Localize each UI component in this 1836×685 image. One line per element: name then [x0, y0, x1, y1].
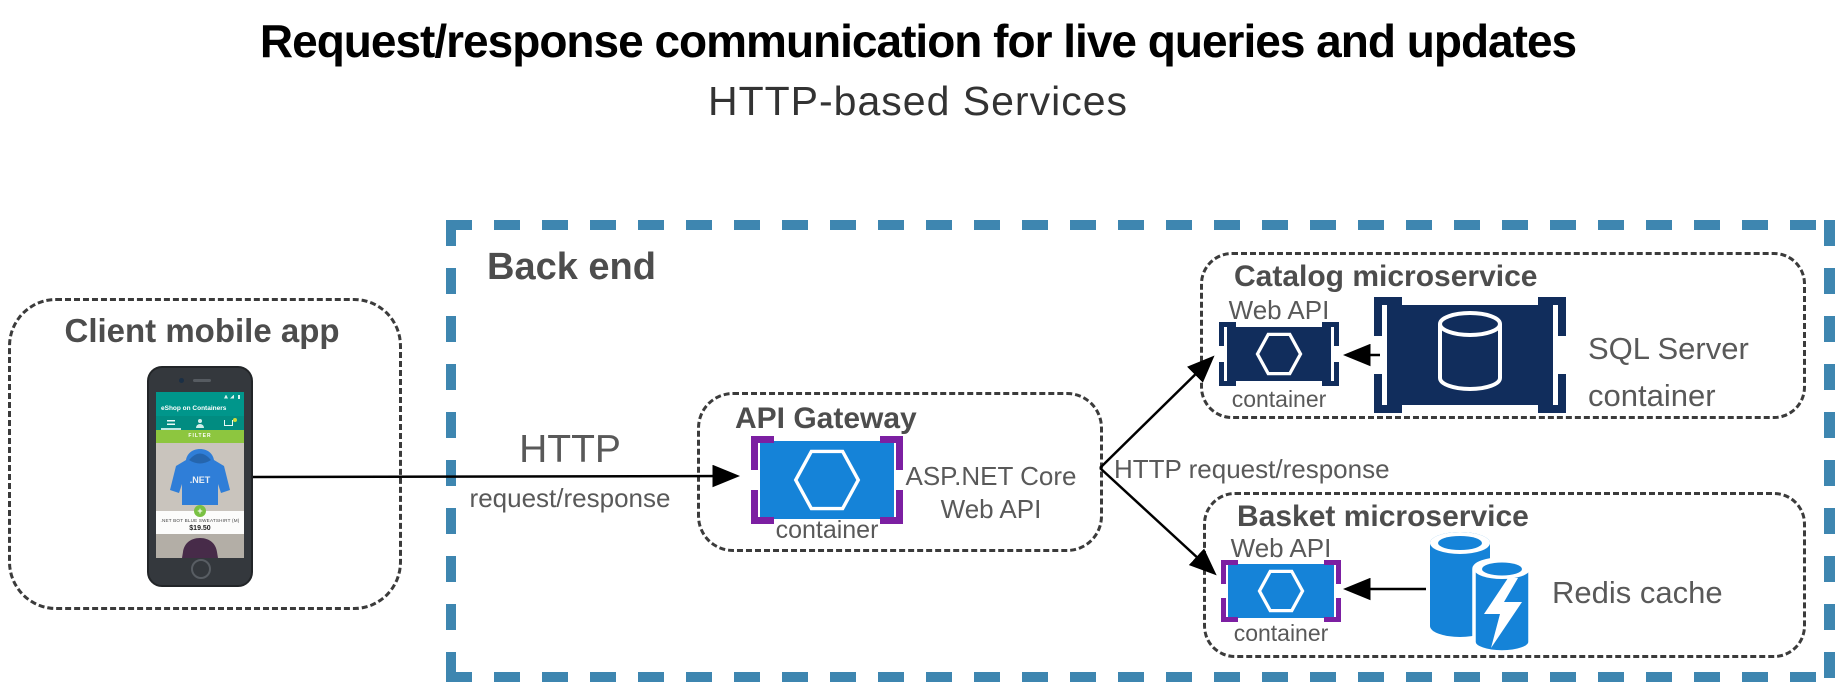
product-name: .NET BOT BLUE SWEATSHIRT (M): [160, 518, 240, 523]
basket-container-icon: [1221, 560, 1341, 622]
page-title: Request/response communication for live …: [259, 15, 1577, 67]
api-gateway-container-caption: container: [775, 516, 879, 544]
wifi-icon: [224, 394, 228, 399]
backend-border-right: [1824, 220, 1835, 682]
phone-speaker: [193, 379, 211, 382]
bracket-icon: [1324, 598, 1341, 622]
app-nav-bar: [156, 416, 244, 430]
backend-border-top: [446, 220, 1836, 230]
catalog-container-icon: [1219, 322, 1339, 386]
phone-status-bar: [156, 392, 244, 401]
product-price: $19.50: [189, 524, 211, 532]
bracket-icon: [1219, 322, 1236, 346]
phone-camera: [179, 378, 184, 383]
basket-container-caption: container: [1233, 620, 1329, 646]
bracket-icon: [1219, 362, 1236, 386]
backend-label: Back end: [487, 246, 656, 288]
bracket-icon: [880, 490, 903, 524]
bracket-icon: [1538, 374, 1566, 413]
basket-microservice-label: Basket microservice: [1237, 500, 1529, 533]
hoodie-logo-text: .NET: [190, 475, 211, 485]
blue-hoodie-image: .NET: [170, 449, 230, 505]
bracket-icon: [1324, 560, 1341, 584]
container-rect: [1228, 564, 1334, 618]
api-gateway-label: API Gateway: [735, 402, 917, 435]
basket-web-api-label: Web API: [1230, 533, 1332, 563]
cart-icon[interactable]: [224, 420, 233, 426]
desc-line2: Web API: [940, 493, 1042, 524]
catalog-microservice-label: Catalog microservice: [1234, 260, 1538, 293]
filter-button[interactable]: FILTER: [156, 430, 244, 443]
bracket-icon: [1322, 322, 1339, 346]
sql-label-line1: SQL Server: [1588, 331, 1749, 366]
product-image[interactable]: .NET +: [156, 443, 244, 517]
app-title-bar: eShop on Containers: [156, 401, 244, 416]
bracket-icon: [1374, 374, 1402, 413]
client-mobile-app-box: [8, 298, 402, 610]
signal-icon: [230, 394, 234, 399]
bracket-icon: [1322, 362, 1339, 386]
bracket-icon: [1374, 297, 1402, 336]
sql-label-line2: container: [1588, 377, 1716, 413]
bracket-icon: [751, 436, 774, 470]
api-gateway-description: ASP.NET Core Web API: [901, 460, 1081, 525]
redis-cache-label: Redis cache: [1552, 575, 1723, 610]
catalog-microservice-box: [1200, 252, 1806, 419]
add-to-cart-button[interactable]: +: [194, 505, 206, 517]
client-arrow-label-http: HTTP: [519, 428, 621, 471]
hexagon-icon: [793, 449, 861, 511]
api-gateway-container-icon: [751, 436, 903, 524]
phone-mockup: eShop on Containers FILTER .NET + .NET B…: [147, 366, 253, 587]
fanout-arrow-label: HTTP request/response: [1114, 454, 1390, 484]
client-mobile-app-label: Client mobile app: [64, 312, 340, 349]
backend-border-bottom: [446, 672, 1836, 682]
next-product-image[interactable]: [156, 534, 244, 558]
database-cylinder-icon: [1438, 311, 1502, 391]
phone-screen: eShop on Containers FILTER .NET + .NET B…: [156, 392, 244, 558]
home-button[interactable]: [191, 559, 211, 579]
purple-hoodie-image: [182, 538, 218, 558]
client-arrow-label-reqresp: request/response: [469, 483, 671, 513]
bracket-icon: [1221, 560, 1238, 584]
bracket-icon: [880, 436, 903, 470]
hamburger-icon[interactable]: [167, 420, 175, 426]
backend-border-left: [446, 220, 456, 682]
bracket-icon: [1538, 297, 1566, 336]
sql-server-container-icon: [1374, 297, 1566, 413]
profile-icon[interactable]: [198, 419, 202, 423]
hexagon-icon: [1255, 332, 1303, 376]
redis-cache-icon: [1430, 532, 1532, 654]
bracket-icon: [1221, 598, 1238, 622]
bracket-icon: [751, 490, 774, 524]
desc-line1: ASP.NET Core: [905, 461, 1077, 491]
arrow-gateway-to-catalog: [1099, 355, 1215, 469]
catalog-web-api-label: Web API: [1228, 295, 1330, 325]
profile-icon-body[interactable]: [196, 424, 204, 428]
sql-server-label: SQL Server container: [1588, 326, 1749, 419]
product-info: .NET BOT BLUE SWEATSHIRT (M) $19.50: [156, 511, 244, 534]
selected-tab-indicator: [161, 428, 181, 430]
hexagon-icon: [1257, 569, 1305, 613]
catalog-container-caption: container: [1231, 386, 1327, 412]
cart-badge: [232, 417, 237, 422]
battery-icon: [237, 394, 240, 399]
container-rect: [760, 441, 894, 519]
page-subtitle: HTTP-based Services: [707, 78, 1128, 124]
